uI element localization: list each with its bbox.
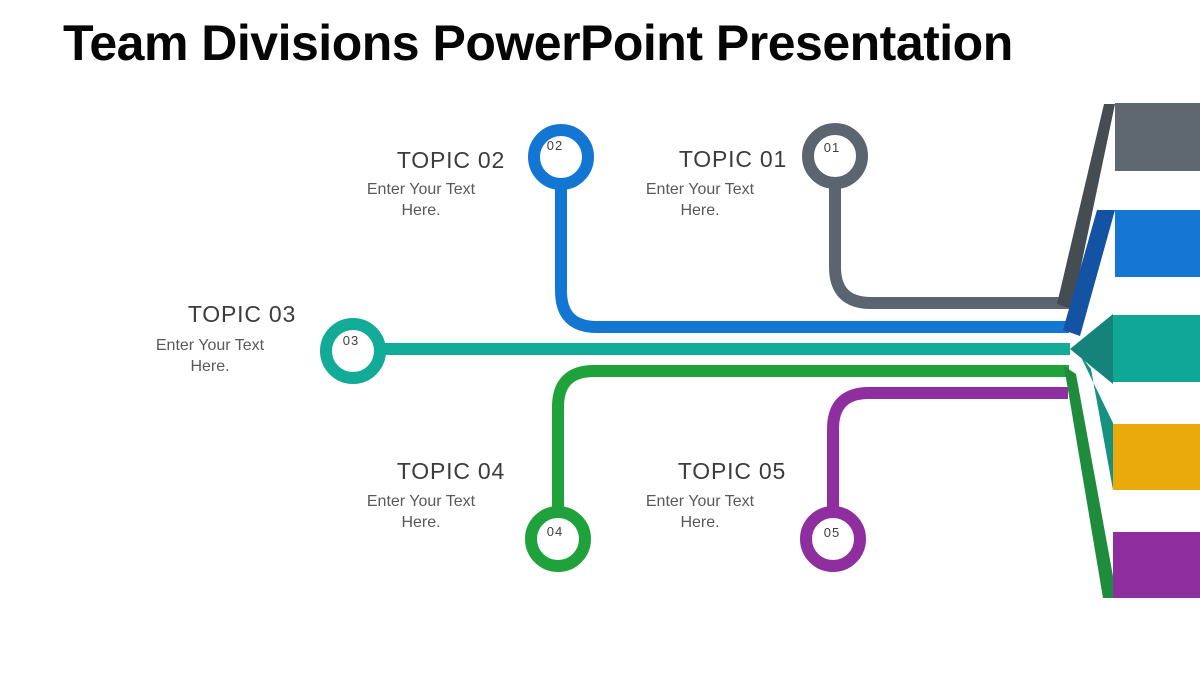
topic-02-title: TOPIC 02: [396, 147, 506, 173]
division-block-blue: [1115, 210, 1200, 277]
topic-01-title: TOPIC 01: [678, 146, 788, 172]
division-block-teal: [1113, 315, 1200, 382]
connector-line-topic-04: [552, 365, 1069, 513]
division-block-purple: [1113, 532, 1200, 598]
topic-01-body: Enter Your Text Here.: [645, 181, 755, 219]
division-block-yellow: [1113, 424, 1200, 490]
topic-01-circle: [802, 123, 868, 189]
topic-03-title: TOPIC 03: [187, 301, 297, 327]
slide-title: Team Divisions PowerPoint Presentation: [63, 15, 1013, 71]
topic-05-title: TOPIC 05: [677, 458, 787, 484]
topic-02-body: Enter Your Text Here.: [366, 181, 476, 219]
topic-04-body: Enter Your Text Here.: [366, 493, 476, 531]
division-block-gray: [1115, 103, 1200, 171]
topic-02-circle: [528, 124, 594, 190]
ribbon-fold-green: [1064, 366, 1117, 598]
topic-02-number: 02: [547, 138, 563, 153]
connector-line-topic-05: [827, 387, 1068, 513]
topic-05-number: 05: [824, 525, 840, 540]
topic-05-body: Enter Your Text Here.: [645, 493, 755, 531]
topic-03-body: Enter Your Text Here.: [155, 337, 265, 375]
ribbon-fold-gray: [1057, 104, 1115, 309]
ribbon-fold-yellow: [1080, 355, 1113, 490]
ribbon-arrow-teal: [1070, 314, 1113, 384]
topic-04-title: TOPIC 04: [396, 458, 506, 484]
topic-05-circle: [800, 506, 866, 572]
topic-03-circle: [320, 318, 386, 384]
connector-line-topic-02: [555, 183, 1069, 333]
topic-04-circle: [525, 506, 591, 572]
connector-line-topic-01: [829, 182, 1070, 309]
topic-01-number: 01: [824, 140, 840, 155]
ribbon-fold-blue: [1063, 210, 1115, 336]
topic-04-number: 04: [547, 524, 563, 539]
topic-03-number: 03: [343, 333, 359, 348]
